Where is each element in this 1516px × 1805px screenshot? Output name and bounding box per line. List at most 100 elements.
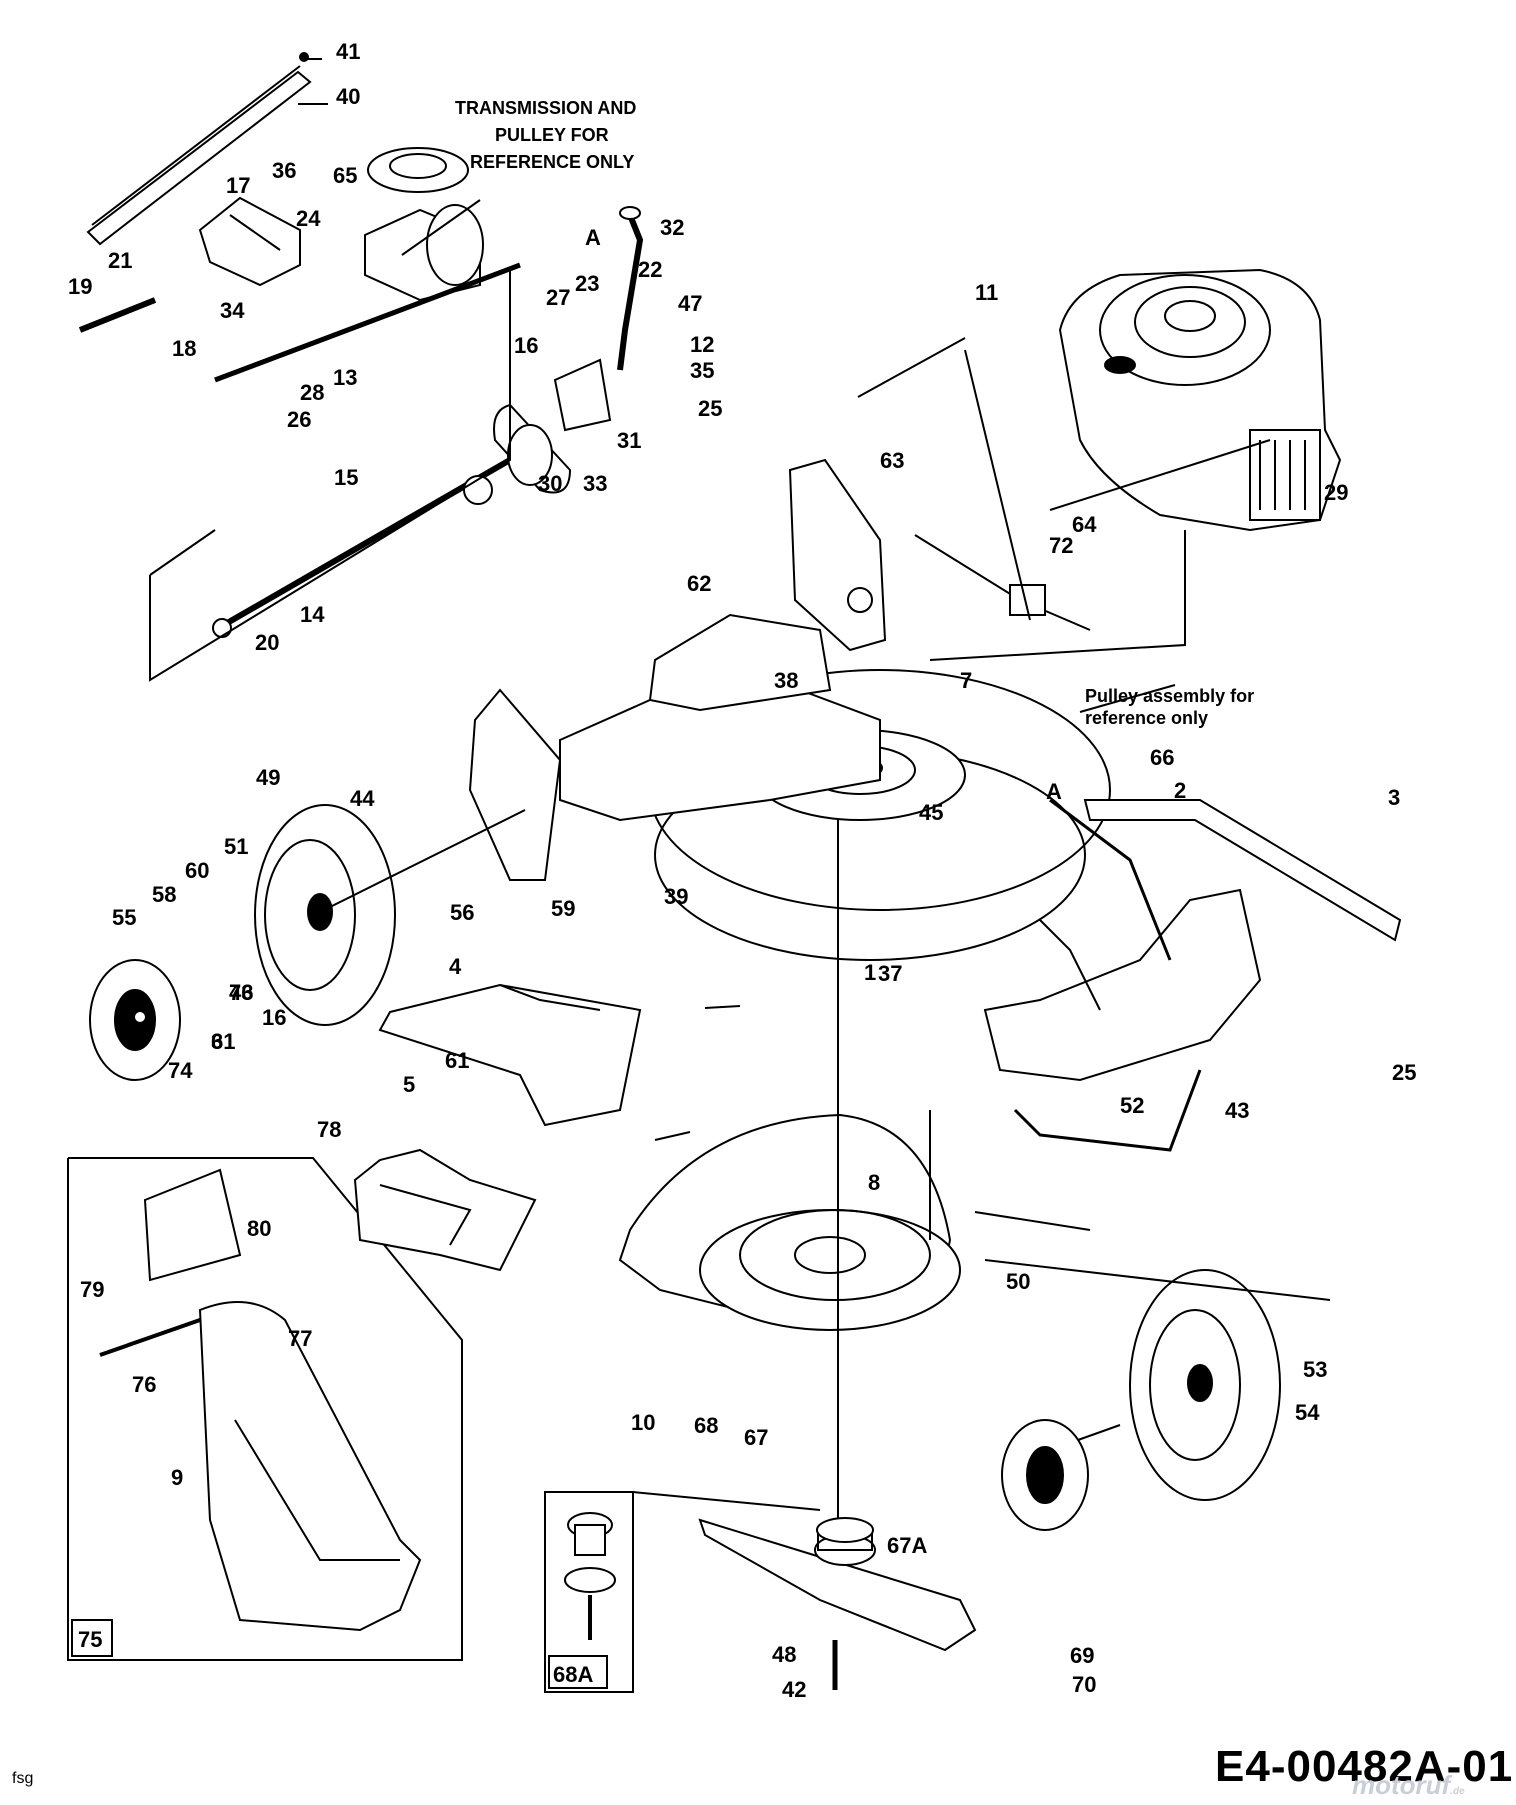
part-number-label: 45 [919,800,943,825]
part-number-label: 66 [1150,745,1174,770]
part-number-label: 55 [112,905,136,930]
wheel-assembly-right [1001,1269,1281,1531]
part-number-label: 77 [288,1326,312,1351]
leader-lines [298,58,1331,1301]
drawing-code: E4-00482A-01 [1215,1742,1514,1791]
part-number-label: 78 [317,1117,341,1142]
part-number-label: 8 [868,1170,880,1195]
part-number-label: 7 [960,668,972,693]
part-number-label: 35 [690,358,714,383]
part-number-label: 60 [185,858,209,883]
part-number-label: 43 [1225,1098,1249,1123]
transmission-assembly [78,52,644,682]
part-number-label: 52 [1120,1093,1144,1118]
part-number-labels: 4140361724652119341813282632222347271216… [68,39,1416,1702]
part-number-label: 15 [334,465,358,490]
pulley-note-line-2: reference only [1085,708,1208,728]
part-number-label: 9 [171,1465,183,1490]
part-number-label: 32 [660,215,684,240]
inset-label-75: 75 [78,1627,102,1652]
part-number-label: 6 [211,1029,223,1054]
part-number-label: 33 [583,471,607,496]
inset-box-75 [67,1157,463,1661]
part-number-label: 51 [224,834,248,859]
corner-note: fsg [12,1770,34,1787]
part-number-label: 3 [1388,785,1400,810]
part-number-label: 40 [336,84,360,109]
part-number-label: 24 [296,206,321,231]
part-number-label: 41 [336,39,360,64]
part-number-label: 54 [1295,1400,1320,1425]
wheel-assembly-left [89,804,526,1081]
part-number-label: 76 [132,1372,156,1397]
part-number-label: 49 [256,765,280,790]
part-number-label: 30 [538,471,562,496]
part-number-label: 73 [229,980,253,1005]
watermark-logo: motoruf.de [1352,1770,1465,1801]
part-number-label: 5 [403,1072,415,1097]
front-guard-and-handle [983,798,1402,1152]
part-number-label: 12 [690,332,714,357]
part-number-label: 67A [887,1533,927,1558]
part-number-label: 28 [300,380,324,405]
part-number-label: 4 [449,954,462,979]
blade-housing [618,820,961,1530]
part-number-label: 22 [638,257,662,282]
part-number-label: 70 [1072,1672,1096,1697]
part-number-label: 68 [694,1413,718,1438]
part-number-label: 63 [880,448,904,473]
ref-letter-a-top: A [585,225,601,250]
part-number-label: 47 [678,291,702,316]
part-number-label: 38 [774,668,798,693]
part-number-label: 72 [1049,533,1073,558]
part-number-label: 62 [687,571,711,596]
part-number-label: 46 [229,980,253,1005]
part-number-label: 56 [450,900,474,925]
part-number-label: 80 [247,1216,271,1241]
part-number-label: 34 [220,298,245,323]
grass-bag-inset [99,1168,422,1632]
part-number-label: 31 [617,428,641,453]
part-number-label: 14 [300,602,325,627]
pulley-note-line-1: Pulley assembly for [1085,686,1254,706]
part-number-label: 39 [664,884,688,909]
part-number-label: 65 [333,163,357,188]
transmission-note-line-1: TRANSMISSION AND [455,98,636,118]
blade-assembly [564,1491,977,1690]
part-number-label: 25 [1392,1060,1416,1085]
part-number-label: 11 [975,280,998,305]
inset-box-68a [544,1491,634,1693]
part-number-label: 44 [350,786,375,811]
part-number-label: 23 [575,271,599,296]
part-number-label: 53 [1303,1357,1327,1382]
ref-letter-a-right: A [1046,779,1062,804]
part-number-label: 2 [1174,778,1186,803]
transmission-note-line-3: REFERENCE ONLY [470,152,634,172]
part-number-label: 74 [168,1058,193,1083]
part-number-label: 25 [698,396,722,421]
part-number-label: 16 [514,333,538,358]
part-number-label: 61 [445,1048,469,1073]
part-number-label: 20 [255,630,279,655]
transmission-note-line-2: PULLEY FOR [495,125,609,145]
part-number-label: 17 [226,173,250,198]
part-number-label: 19 [68,274,92,299]
watermark-text: motoruf [1352,1770,1451,1800]
mower-deck [468,337,1111,961]
part-number-label: 16 [262,1005,286,1030]
part-number-label: 64 [1072,512,1097,537]
part-number-label: 27 [546,285,570,310]
part-number-label: 79 [80,1277,104,1302]
part-number-label: 13 [333,365,357,390]
engine [929,268,1342,661]
part-number-label: 36 [272,158,296,183]
part-number-label: 59 [551,896,575,921]
part-number-label: 48 [772,1642,796,1667]
part-number-label: 21 [108,248,132,273]
part-number-label: 31 [211,1029,235,1054]
part-number-label: 37 [878,961,902,986]
inset-label-68a: 68A [553,1662,593,1687]
part-number-label: 50 [1006,1269,1030,1294]
